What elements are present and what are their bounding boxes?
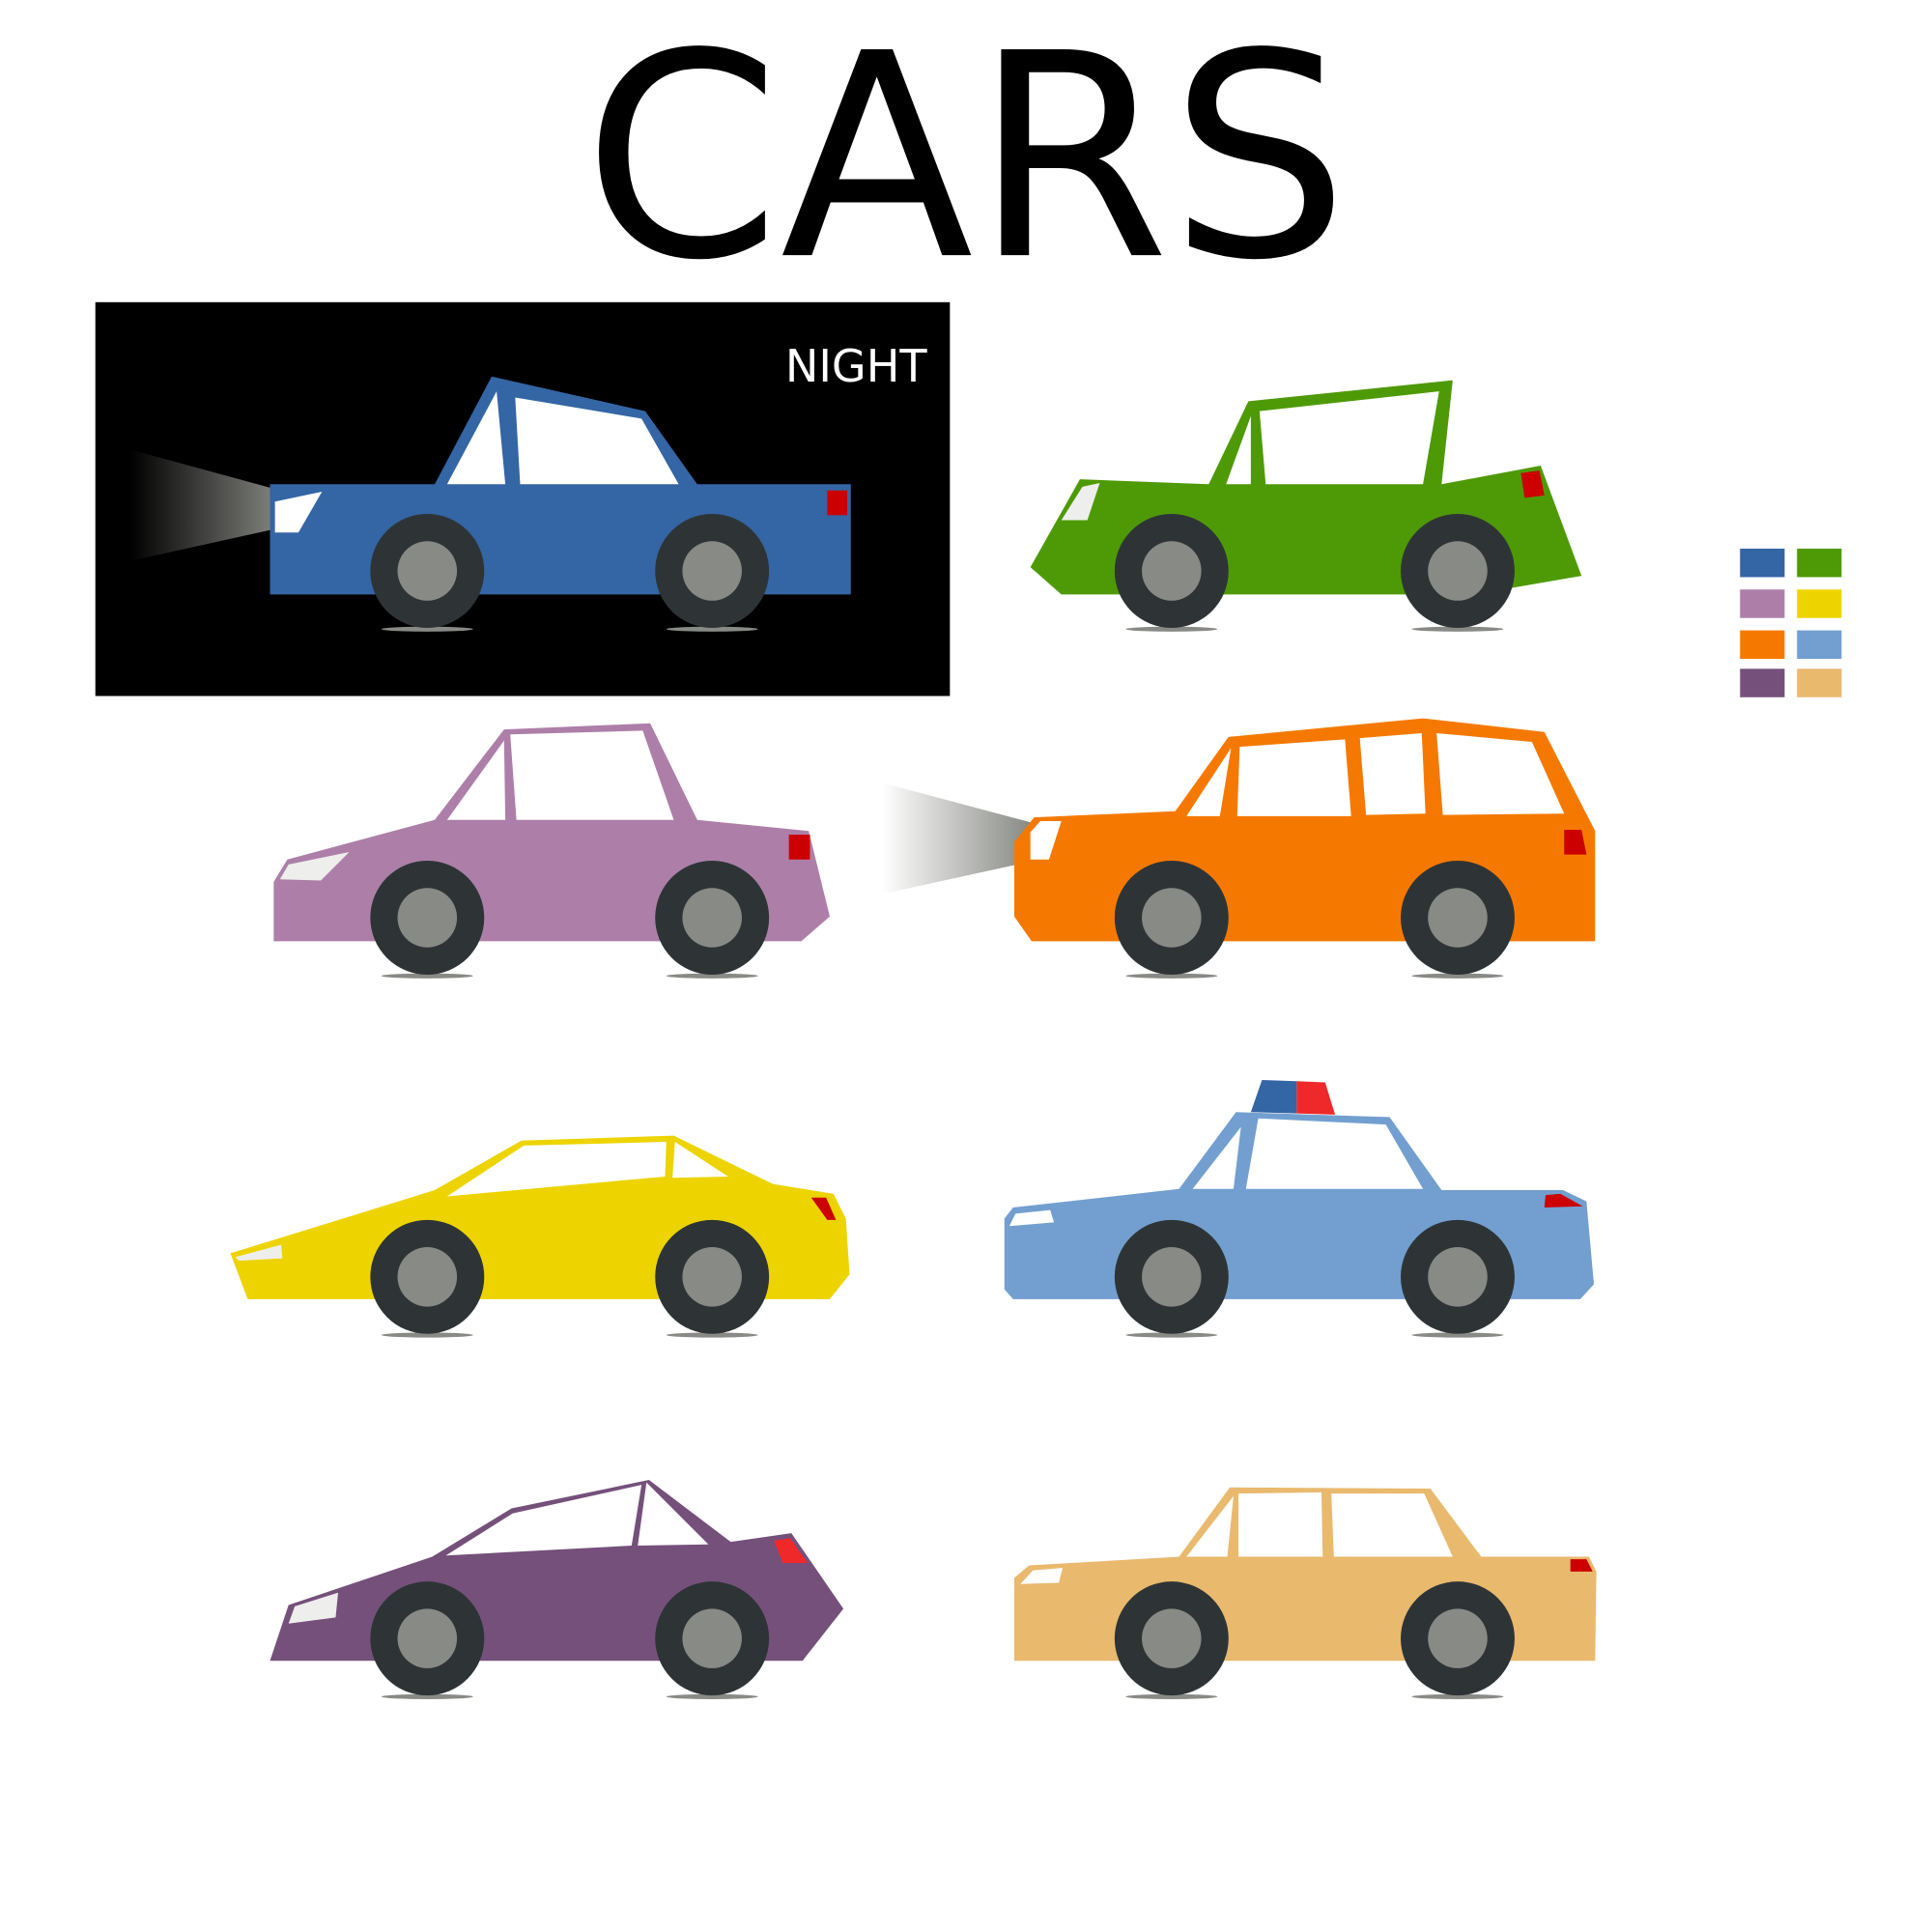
swatch-blue <box>1740 548 1785 578</box>
color-palette <box>1740 548 1842 697</box>
headlight-beam <box>881 782 1031 895</box>
car-dark-purple <box>270 1480 844 1699</box>
car-blue <box>270 376 851 632</box>
page-title: CARS <box>583 0 1350 322</box>
headlight-beam <box>129 449 285 561</box>
swatch-orange <box>1740 630 1785 660</box>
siren-red <box>1296 1081 1336 1115</box>
car-police <box>1004 1079 1594 1338</box>
swatch-yellow <box>1797 589 1842 618</box>
swatch-dark-purple <box>1740 668 1785 697</box>
siren-blue <box>1250 1079 1297 1114</box>
car-green <box>1030 380 1582 632</box>
car-orange <box>881 718 1596 979</box>
car-tan <box>1014 1487 1597 1699</box>
swatch-green <box>1797 548 1842 578</box>
taillight <box>827 490 847 516</box>
headlight <box>274 491 323 533</box>
night-label: NIGHT <box>785 340 928 392</box>
car-yellow <box>230 1135 850 1338</box>
swatch-light-blue <box>1797 630 1842 660</box>
swatch-tan <box>1797 668 1842 697</box>
car-light-purple <box>273 723 830 979</box>
swatch-light-purple <box>1740 589 1785 618</box>
